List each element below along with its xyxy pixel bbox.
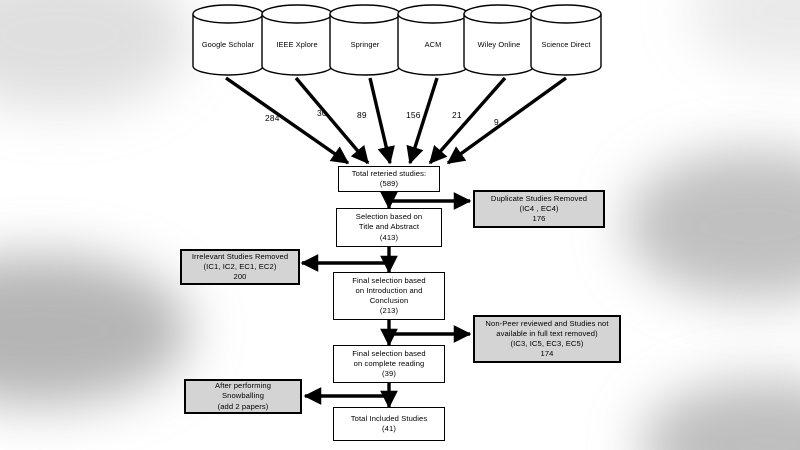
arrow-acm-to-total: [406, 77, 439, 165]
edge-count-acm: 156: [406, 110, 421, 120]
exclusion-box-non-peer-reviewed: Non-Peer reviewed and Studies not availa…: [473, 315, 621, 363]
exclusion-line: available in full text removed): [496, 328, 598, 338]
stage-line: (589): [379, 179, 399, 188]
arrow-wiley-online-to-total: [428, 76, 507, 165]
database-acm: ACM: [398, 22, 468, 66]
stage-line: (413): [379, 232, 399, 242]
cylinder-shape-acm: [397, 4, 469, 76]
database-springer: Springer: [330, 22, 400, 66]
exclusion-line: (IC4 , EC4): [519, 203, 559, 213]
stage-line: (213): [379, 306, 399, 316]
cylinder-shape-science-direct: [530, 4, 602, 76]
stage-line: (41): [382, 424, 396, 433]
stage-box-complete-reading: Final selection based on complete readin…: [333, 345, 445, 383]
stage-box-total-included: Total Included Studies (41): [333, 407, 445, 441]
database-wiley-online: Wiley Online: [464, 22, 534, 66]
stage-line: Title and Abstract: [358, 222, 420, 232]
database-ieee-xplore: IEEE Xplore: [262, 22, 332, 66]
stage-line: Final selection based: [352, 275, 426, 285]
exclusion-line: Non-Peer reviewed and Studies not: [485, 318, 609, 328]
annotation-line: Snowballing: [221, 391, 265, 401]
stage-line: on Introduction and: [355, 285, 423, 295]
edge-count-science-direct: 9: [494, 117, 499, 127]
cylinder-shape-google-scholar: [192, 4, 264, 76]
stage-line: Total Included Studies: [350, 413, 428, 423]
exclusion-line: Duplicate Studies Removed: [490, 193, 588, 203]
database-label: Google Scholar: [201, 39, 255, 49]
stage-line: Selection based on: [355, 212, 423, 222]
database-label: ACM: [424, 39, 442, 49]
exclusion-line: (IC1, IC2, EC1, EC2): [203, 261, 277, 271]
stage-line: Final selection based: [352, 348, 426, 358]
cylinder-shape-springer: [329, 4, 401, 76]
stage-line: Total reteried studies:: [351, 168, 427, 178]
stage-box-total-retrieved: Total reteried studies: (589): [338, 166, 440, 192]
database-label: Science Direct: [541, 39, 591, 49]
annotation-line: (add 2 papers): [217, 401, 269, 411]
annotation-line: After performing: [214, 381, 272, 391]
exclusion-line: 176: [532, 214, 546, 223]
database-label: Springer: [350, 39, 380, 49]
edge-count-springer: 89: [357, 110, 367, 120]
edge-count-wiley-online: 21: [452, 110, 462, 120]
stage-line: Conclusion: [369, 296, 409, 305]
database-cylinder-shapes: [192, 4, 602, 76]
database-label: Wiley Online: [477, 39, 521, 49]
exclusion-box-irrelevant: Irrelevant Studies Removed (IC1, IC2, EC…: [180, 249, 300, 285]
exclusion-box-duplicates: Duplicate Studies Removed (IC4 , EC4) 17…: [473, 190, 605, 228]
exclusion-line: Irrelevant Studies Removed: [191, 251, 289, 261]
cylinder-shape-ieee-xplore: [261, 4, 333, 76]
exclusion-line: 200: [233, 272, 247, 281]
arrow-google-scholar-to-total: [225, 76, 350, 165]
arrow-ieee-xplore-to-total: [294, 76, 370, 165]
database-label: IEEE Xplore: [276, 39, 318, 49]
stage-line: on complete reading: [353, 358, 425, 368]
arrow-springer-to-total: [368, 77, 395, 165]
database-science-direct: Science Direct: [531, 22, 601, 66]
edge-count-google-scholar: 284: [265, 113, 280, 123]
exclusion-line: (IC3, IC5, EC3, EC5): [510, 339, 584, 348]
stage-line: (39): [382, 369, 396, 378]
annotation-box-snowballing: After performing Snowballing (add 2 pape…: [184, 379, 302, 414]
database-google-scholar: Google Scholar: [193, 22, 263, 66]
edge-count-ieee-xplore: 30: [317, 108, 327, 118]
exclusion-line: 174: [540, 349, 554, 359]
stage-box-intro-conclusion: Final selection based on Introduction an…: [333, 272, 445, 320]
cylinder-shape-wiley-online: [463, 4, 535, 76]
stage-box-title-abstract: Selection based on Title and Abstract (4…: [336, 208, 442, 247]
arrow-science-direct-to-total: [446, 76, 567, 165]
